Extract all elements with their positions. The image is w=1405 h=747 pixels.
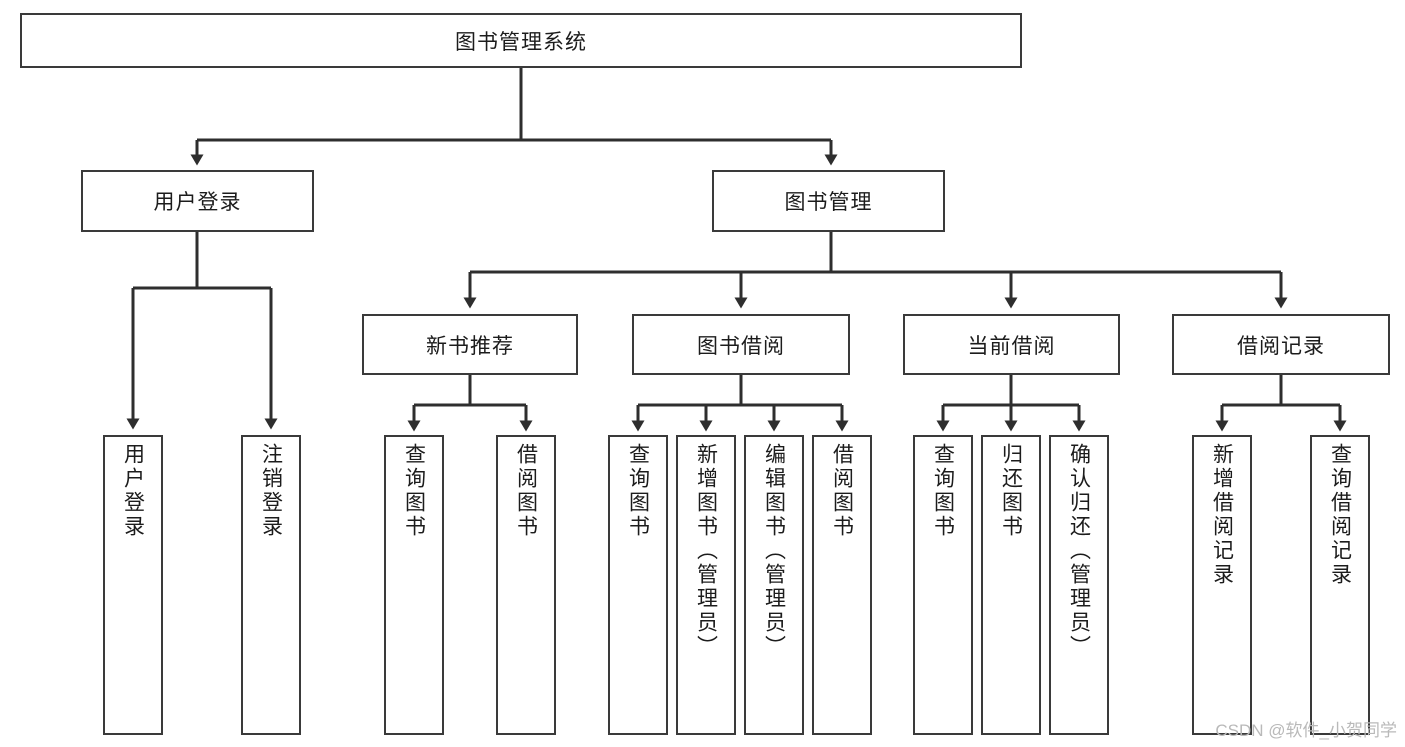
node-label: 借阅图书	[830, 443, 854, 539]
node-current-borrowing[interactable]: 当前借阅	[903, 314, 1120, 375]
node-label: 借阅记录	[1237, 334, 1325, 358]
leaf-edit-book-admin[interactable]: 编辑图书（管理员）	[744, 435, 804, 735]
node-book-management-system[interactable]: 图书管理系统	[20, 13, 1022, 68]
leaf-borrow-book[interactable]: 借阅图书	[812, 435, 872, 735]
node-label: 新书推荐	[426, 334, 514, 358]
leaf-add-book-admin[interactable]: 新增图书（管理员）	[676, 435, 736, 735]
node-label: 查询图书	[931, 443, 955, 539]
node-label: 当前借阅	[967, 334, 1056, 358]
leaf-return-book[interactable]: 归还图书	[981, 435, 1041, 735]
node-label: 新增图书（管理员）	[694, 443, 718, 659]
leaf-user-login[interactable]: 用户登录	[103, 435, 163, 735]
node-label: 查询图书	[626, 443, 650, 539]
node-new-book-recommendation[interactable]: 新书推荐	[362, 314, 578, 375]
node-label: 确认归还（管理员）	[1067, 443, 1091, 659]
node-book-management[interactable]: 图书管理	[712, 170, 945, 232]
leaf-logout-login[interactable]: 注销登录	[241, 435, 301, 735]
leaf-query-book-current[interactable]: 查询图书	[913, 435, 973, 735]
node-label: 归还图书	[999, 443, 1023, 539]
node-label: 借阅图书	[514, 443, 538, 539]
leaf-confirm-return-admin[interactable]: 确认归还（管理员）	[1049, 435, 1109, 735]
leaf-query-book-borrow[interactable]: 查询图书	[608, 435, 668, 735]
node-label: 注销登录	[259, 443, 283, 539]
node-label: 新增借阅记录	[1210, 443, 1234, 587]
leaf-query-book-rec[interactable]: 查询图书	[384, 435, 444, 735]
node-label: 图书管理系统	[455, 30, 587, 54]
node-label: 查询借阅记录	[1328, 443, 1352, 587]
node-label: 图书管理	[784, 191, 873, 214]
node-user-login[interactable]: 用户登录	[81, 170, 314, 232]
node-label: 用户登录	[153, 191, 242, 214]
leaf-add-borrow-record[interactable]: 新增借阅记录	[1192, 435, 1252, 735]
node-label: 查询图书	[402, 443, 426, 539]
csdn-watermark: CSDN @软件_小贺同学	[1215, 721, 1397, 740]
node-label: 图书借阅	[697, 334, 785, 358]
node-label: 编辑图书（管理员）	[762, 443, 786, 659]
node-borrowing-record[interactable]: 借阅记录	[1172, 314, 1390, 375]
node-book-borrowing[interactable]: 图书借阅	[632, 314, 850, 375]
leaf-borrow-book-rec[interactable]: 借阅图书	[496, 435, 556, 735]
node-label: 用户登录	[121, 443, 145, 539]
leaf-query-borrow-record[interactable]: 查询借阅记录	[1310, 435, 1370, 735]
